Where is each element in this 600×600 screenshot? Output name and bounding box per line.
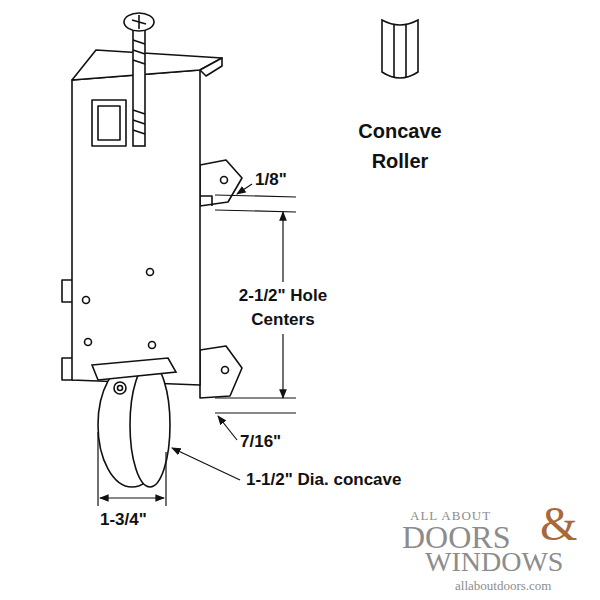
- watermark: &: [540, 496, 577, 551]
- dimension-lines: [215, 195, 296, 197]
- bracket: [222, 367, 229, 374]
- concave-roller-icon: [394, 25, 406, 78]
- roller-wheel: [92, 358, 176, 487]
- dimension-lines: [218, 416, 237, 440]
- roller-wheel: [114, 382, 126, 394]
- dimension-lines: [100, 497, 164, 498]
- dimension: 7/16": [240, 432, 281, 452]
- bracket: [200, 58, 222, 76]
- adjusting-screw: [132, 15, 146, 29]
- dimension-lines: [215, 412, 296, 413]
- bracket: [200, 196, 212, 206]
- adjusting-screw: [133, 40, 145, 134]
- dimension: 2-1/2" Hole Centers: [222, 284, 344, 332]
- dimension-lines: [282, 212, 283, 282]
- bracket: [200, 346, 242, 398]
- roller-wheel: [92, 358, 176, 380]
- bracket: [200, 160, 242, 206]
- bracket: [62, 50, 242, 398]
- dimension: 1-1/2" Dia. concave: [246, 470, 401, 490]
- dimension-lines: [282, 334, 283, 398]
- dimension-lines: [215, 397, 296, 398]
- concave-roller-icon: [382, 20, 418, 78]
- adjusting-screw: [124, 13, 154, 31]
- bracket: [149, 342, 156, 349]
- bracket: [72, 50, 222, 80]
- bracket: [221, 177, 228, 184]
- roller-wheel: [130, 363, 170, 487]
- dimension: 1/8": [255, 170, 287, 190]
- dimension-lines: [172, 448, 240, 480]
- concave-roller-icon: [382, 20, 418, 78]
- adjusting-screw: [133, 28, 145, 146]
- watermark: WINDOWS: [425, 546, 563, 578]
- icon-caption: Concave Roller: [350, 116, 450, 176]
- dimension-lines: [165, 452, 166, 506]
- dimension-lines: [237, 184, 252, 194]
- bracket: [147, 269, 154, 276]
- dimension: 1-3/4": [100, 510, 147, 530]
- bracket: [92, 100, 126, 146]
- dimension-lines: [97, 432, 98, 506]
- dimension-lines: [98, 184, 296, 506]
- dimension-lines: [215, 210, 296, 212]
- bracket: [85, 339, 92, 346]
- watermark: allaboutdoors.com: [455, 578, 551, 593]
- adjusting-screw: [124, 13, 154, 146]
- bracket: [98, 106, 120, 140]
- roller-wheel: [118, 386, 123, 391]
- bracket: [83, 297, 90, 304]
